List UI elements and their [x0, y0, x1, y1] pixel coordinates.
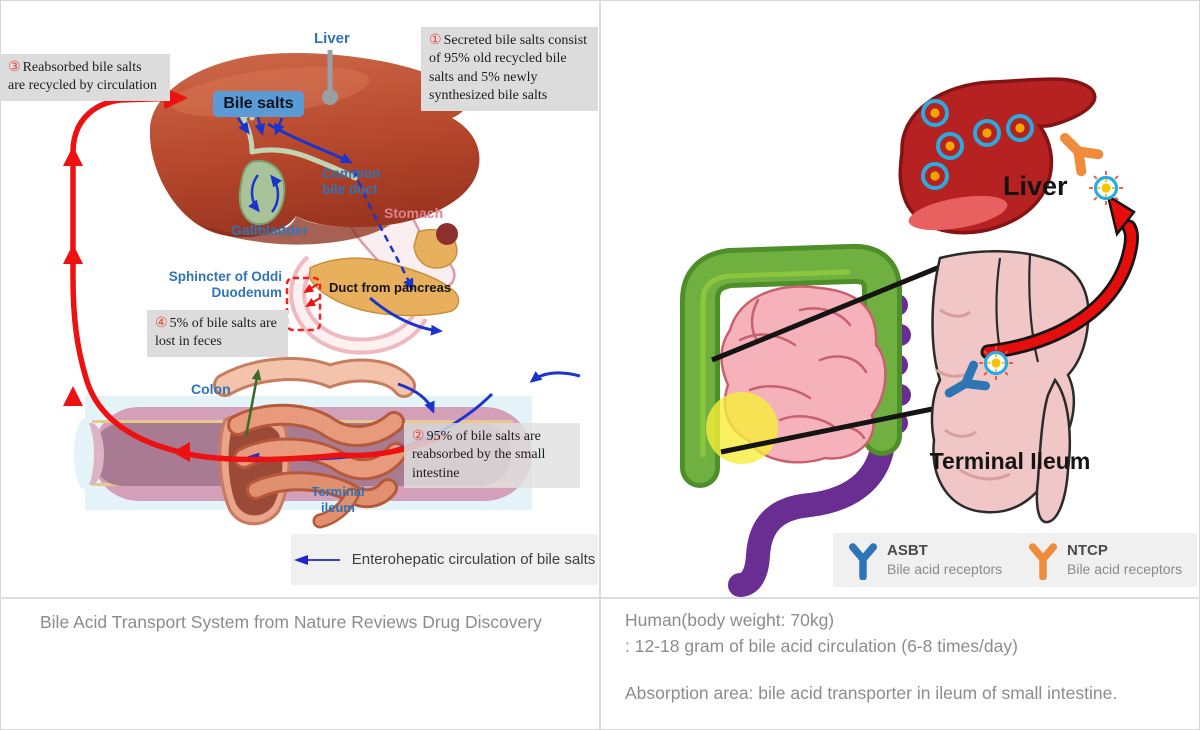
- right-anatomy-diagram: [680, 77, 1139, 597]
- label-right-terminal-ileum: Terminal Ileum: [929, 448, 1091, 474]
- intestine-shape: [213, 357, 416, 529]
- legend-entry-asbt: ASBT Bile acid receptors: [849, 542, 1002, 580]
- liver-cartoon: [898, 77, 1097, 235]
- ntcp-y-icon: [1029, 543, 1057, 580]
- ntcp-desc: Bile acid receptors: [1067, 560, 1183, 577]
- label-gallbladder: Gallbladder: [231, 222, 309, 238]
- label-stomach: Stomach: [384, 205, 444, 221]
- label-right-liver: Liver: [1003, 171, 1068, 201]
- bile-acid-molecule-icon: [1087, 169, 1125, 207]
- right-caption-line1: Human(body weight: 70kg): [625, 610, 835, 630]
- ntcp-receptor-icon: [1057, 130, 1099, 172]
- vertical-divider: [599, 0, 601, 730]
- left-caption: Bile Acid Transport System from Nature R…: [40, 612, 542, 632]
- legend-entry-ntcp: NTCP Bile acid receptors: [1029, 542, 1182, 580]
- zoom-pointer-lines: [711, 259, 953, 455]
- receptor-legend: ASBT Bile acid receptors NTCP Bile acid …: [833, 533, 1197, 587]
- duodenum-shape: [289, 255, 428, 355]
- circulation-loop: [63, 87, 446, 463]
- left-arrow-icon: [293, 554, 340, 565]
- label-common-bile-duct: Common bile duct: [322, 166, 381, 198]
- asbt-name: ASBT: [887, 542, 928, 559]
- label-liver: Liver: [314, 30, 350, 47]
- circulation-legend-text: Enterohepatic circulation of bile salts: [351, 551, 596, 568]
- label-duct-from-pancreas: Duct from pancreas: [329, 280, 452, 295]
- bile-acid-molecule-icon: [977, 344, 1015, 382]
- liver-pin: [322, 50, 338, 105]
- terminal-ileum-zoom: [930, 249, 1090, 524]
- ntcp-name: NTCP: [1067, 542, 1108, 559]
- feces-arrow: [244, 369, 262, 437]
- recirculation-arrow: [980, 193, 1139, 360]
- right-caption-line3: Absorption area: bile acid transporter i…: [625, 683, 1118, 703]
- circulation-legend: Enterohepatic circulation of bile salts: [291, 534, 598, 585]
- label-terminal-ileum: Terminal ileum: [311, 484, 365, 515]
- gallbladder-shape: [238, 160, 286, 226]
- asbt-y-icon: [849, 543, 877, 580]
- label-sphincter-duodenum: Sphincter of Oddi Duodenum: [168, 269, 282, 301]
- bile-salts-badge: Bile salts: [213, 91, 304, 117]
- asbt-desc: Bile acid receptors: [887, 560, 1003, 577]
- label-colon: Colon: [191, 381, 231, 397]
- pancreas-shape: [309, 223, 460, 317]
- sphincter-marker: [285, 276, 322, 332]
- right-caption-line2: : 12-18 gram of bile acid circulation (6…: [625, 636, 1018, 656]
- colon-diagram: [680, 243, 911, 597]
- ileum-highlight: [706, 392, 778, 464]
